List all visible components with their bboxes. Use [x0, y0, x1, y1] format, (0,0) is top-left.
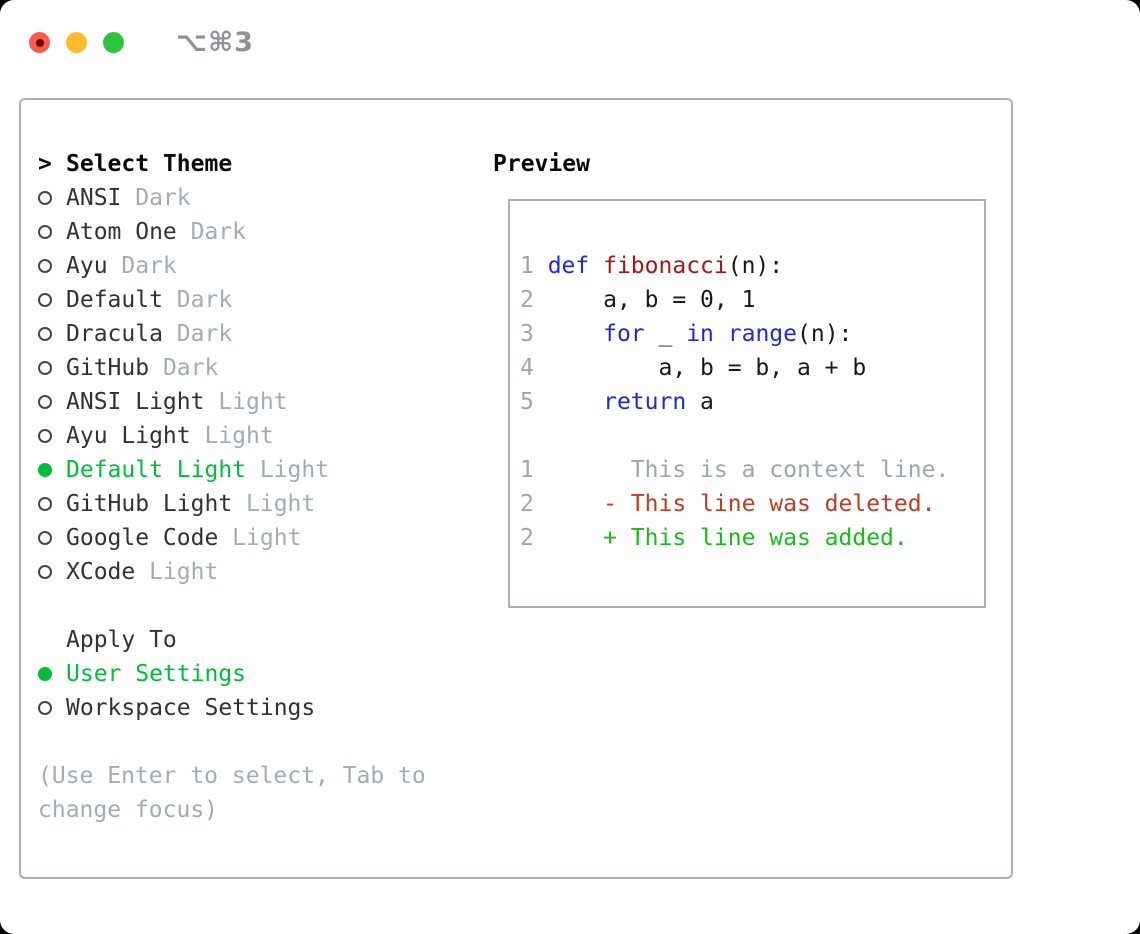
option-variant-label: Light [246, 457, 330, 483]
option-label: Ayu [66, 253, 108, 279]
keyboard-hint: (Use Enter to select, Tab to change focu… [38, 763, 426, 823]
theme-list-header: Select Theme [66, 151, 233, 177]
close-button[interactable] [29, 32, 50, 53]
theme-option-default[interactable]: Default Dark [38, 283, 493, 317]
radio-dot [38, 463, 52, 477]
radio-selected-icon [38, 657, 66, 691]
option-variant-label: Light [232, 491, 316, 517]
radio-dot [38, 565, 52, 579]
option-label: Default [66, 287, 163, 313]
theme-option-default-light[interactable]: Default Light Light [38, 453, 493, 487]
radio-dot [38, 361, 52, 375]
radio-dot [38, 293, 52, 307]
spacer [38, 589, 493, 623]
radio-dot [38, 191, 52, 205]
theme-option-ayu[interactable]: Ayu Dark [38, 249, 493, 283]
preview-header: Preview [493, 151, 590, 177]
option-variant-label: Dark [162, 287, 233, 313]
option-label: Default Light [66, 457, 247, 483]
option-label: XCode [66, 559, 136, 585]
option-label: Workspace Settings [66, 695, 316, 721]
apply-to-indent [38, 623, 66, 657]
preview-box: 1 def fibonacci(n): 2 a, b = 0, 1 3 for _ … [508, 199, 986, 608]
radio-unselected-icon [38, 521, 66, 555]
preview-line: 2 a, b = 0, 1 [520, 287, 756, 313]
apply-option-workspace-settings[interactable]: Workspace Settings [38, 691, 493, 725]
radio-unselected-icon [38, 385, 66, 419]
preview-line: 4 a, b = b, a + b [520, 355, 867, 381]
radio-selected-icon [38, 453, 66, 487]
option-label: User Settings [66, 661, 247, 687]
window-title-shortcut: ⌥⌘3 [176, 27, 254, 58]
apply-to-header-row: Apply To [38, 623, 493, 657]
radio-unselected-icon [38, 691, 66, 725]
option-variant-label: Dark [121, 185, 191, 211]
apply-option-user-settings[interactable]: User Settings [38, 657, 493, 691]
option-variant-label: Light [135, 559, 219, 585]
radio-unselected-icon [38, 419, 66, 453]
radio-dot [38, 225, 52, 239]
preview-line: 5 return a [520, 389, 714, 415]
radio-unselected-icon [38, 317, 66, 351]
focus-caret-icon: > [38, 151, 52, 177]
radio-unselected-icon [38, 351, 66, 385]
radio-unselected-icon [38, 555, 66, 589]
radio-unselected-icon [38, 249, 66, 283]
theme-option-ansi-light[interactable]: ANSI Light Light [38, 385, 493, 419]
theme-option-xcode[interactable]: XCode Light [38, 555, 493, 589]
theme-option-dracula[interactable]: Dracula Dark [38, 317, 493, 351]
option-label: GitHub [66, 355, 150, 381]
option-variant-label: Dark [176, 219, 247, 245]
preview-code: 1 def fibonacci(n): 2 a, b = 0, 1 3 for _ … [520, 249, 984, 555]
theme-option-github-light[interactable]: GitHub Light Light [38, 487, 493, 521]
apply-to-header: Apply To [66, 627, 177, 653]
option-label: Google Code [66, 525, 219, 551]
theme-list-header-row: > Select Theme [38, 147, 493, 181]
radio-dot [38, 701, 52, 715]
zoom-button[interactable] [103, 32, 124, 53]
radio-dot [38, 259, 52, 273]
theme-option-ayu-light[interactable]: Ayu Light Light [38, 419, 493, 453]
preview-line: 2 + This line was added. [520, 525, 908, 551]
theme-option-github[interactable]: GitHub Dark [38, 351, 493, 385]
radio-dot [38, 667, 52, 681]
option-label: ANSI Light [66, 389, 205, 415]
title-bar: ⌥⌘3 [29, 27, 254, 58]
radio-dot [38, 429, 52, 443]
radio-unselected-icon [38, 215, 66, 249]
theme-option-atom-one[interactable]: Atom One Dark [38, 215, 493, 249]
radio-dot [38, 395, 52, 409]
theme-option-ansi[interactable]: ANSI Dark [38, 181, 493, 215]
option-variant-label: Light [204, 389, 288, 415]
close-button-dot [35, 38, 44, 47]
radio-dot [38, 531, 52, 545]
option-variant-label: Light [218, 525, 302, 551]
option-label: ANSI [66, 185, 122, 211]
radio-dot [38, 497, 52, 511]
radio-unselected-icon [38, 181, 66, 215]
option-variant-label: Dark [107, 253, 177, 279]
option-label: Atom One [66, 219, 177, 245]
preview-line: 1 def fibonacci(n): [520, 253, 784, 279]
preview-line: 1 This is a context line. [520, 457, 950, 483]
radio-unselected-icon [38, 283, 66, 317]
theme-option-google-code[interactable]: Google Code Light [38, 521, 493, 555]
radio-unselected-icon [38, 487, 66, 521]
preview-line [520, 419, 984, 453]
preview-line: 3 for _ in range(n): [520, 321, 853, 347]
option-variant-label: Light [190, 423, 274, 449]
option-variant-label: Dark [162, 321, 233, 347]
option-label: GitHub Light [66, 491, 233, 517]
option-label: Dracula [66, 321, 163, 347]
preview-line: 2 - This line was deleted. [520, 491, 936, 517]
spacer [38, 725, 493, 759]
option-label: Ayu Light [66, 423, 191, 449]
radio-dot [38, 327, 52, 341]
option-variant-label: Dark [149, 355, 219, 381]
minimize-button[interactable] [66, 32, 87, 53]
